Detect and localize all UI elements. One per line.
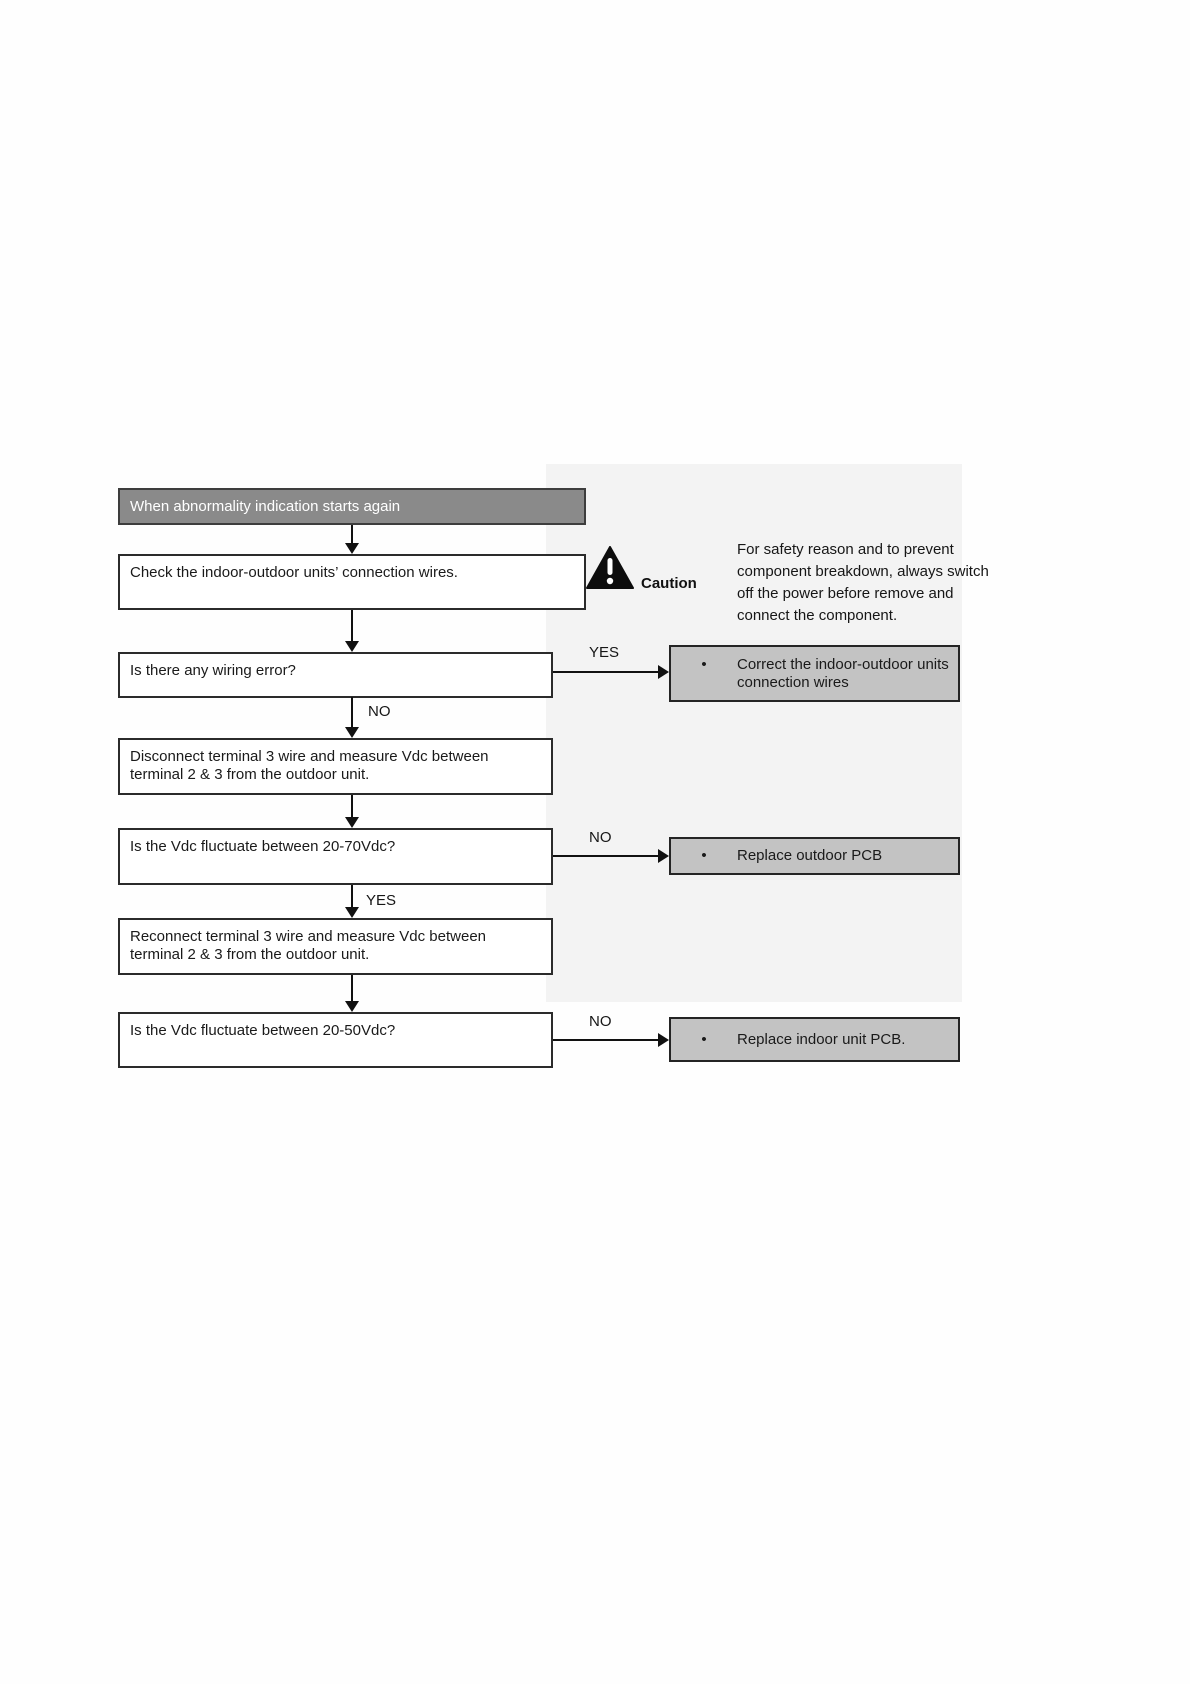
arrow-down-icon <box>345 697 359 738</box>
step-reconnect-terminal3: Reconnect terminal 3 wire and measure Vd… <box>118 918 553 975</box>
arrow-down-icon <box>345 610 359 652</box>
arrow-right-icon <box>553 1033 669 1047</box>
step-text: Disconnect terminal 3 wire and measure V… <box>130 748 489 783</box>
step-text: Is the Vdc fluctuate between 20-70Vdc? <box>130 838 396 855</box>
step-text: Reconnect terminal 3 wire and measure Vd… <box>130 928 487 963</box>
decision-vdc-20-50: Is the Vdc fluctuate between 20-50Vdc? <box>118 1012 553 1068</box>
step-text: Is the Vdc fluctuate between 20-50Vdc? <box>130 1022 396 1039</box>
step-text: Check the indoor-outdoor units’ connecti… <box>130 564 458 581</box>
result-correct-connection-wires: • Correct the indoor-outdoor units conne… <box>669 645 960 702</box>
result-text: Replace indoor unit PCB. <box>737 1030 906 1048</box>
arrow-right-icon <box>553 665 669 679</box>
branch-label-yes: YES <box>589 644 620 661</box>
scan-background-region <box>546 464 962 1002</box>
arrow-right-icon <box>553 849 669 863</box>
step-disconnect-terminal3: Disconnect terminal 3 wire and measure V… <box>118 738 553 795</box>
bullet-icon: • <box>701 1030 707 1048</box>
step-text: Is there any wiring error? <box>130 662 296 679</box>
warning-triangle-icon <box>586 546 634 590</box>
flowchart-start-box: When abnormality indication starts again <box>118 488 586 525</box>
result-replace-outdoor-pcb: • Replace outdoor PCB <box>669 837 960 875</box>
branch-label-no: NO <box>589 829 612 846</box>
caution-text-line: off the power before remove and <box>737 585 954 602</box>
decision-wiring-error: Is there any wiring error? <box>118 652 553 698</box>
result-text: Replace outdoor PCB <box>737 847 883 864</box>
caution-text-line: component breakdown, always switch <box>737 563 989 580</box>
step-check-connection-wires: Check the indoor-outdoor units’ connecti… <box>118 554 586 610</box>
caution-text-line: For safety reason and to prevent <box>737 541 954 558</box>
bullet-icon: • <box>701 656 707 673</box>
caution-label: Caution <box>641 575 697 592</box>
arrow-down-icon <box>345 975 359 1012</box>
branch-label-no: NO <box>368 703 391 720</box>
flowchart-start-label: When abnormality indication starts again <box>130 498 401 515</box>
decision-vdc-20-70: Is the Vdc fluctuate between 20-70Vdc? <box>118 828 553 885</box>
arrow-down-icon <box>345 795 359 828</box>
arrow-down-icon <box>345 885 359 918</box>
branch-label-no: NO <box>589 1013 612 1030</box>
caution-text: For safety reason and to prevent compone… <box>737 539 997 627</box>
bullet-icon: • <box>701 847 707 864</box>
result-text: Correct the indoor-outdoor units connect… <box>737 656 949 691</box>
caution-text-line: connect the component. <box>737 607 898 624</box>
arrow-down-icon <box>345 525 359 554</box>
branch-label-yes: YES <box>366 892 397 909</box>
result-replace-indoor-pcb: • Replace indoor unit PCB. <box>669 1017 960 1062</box>
